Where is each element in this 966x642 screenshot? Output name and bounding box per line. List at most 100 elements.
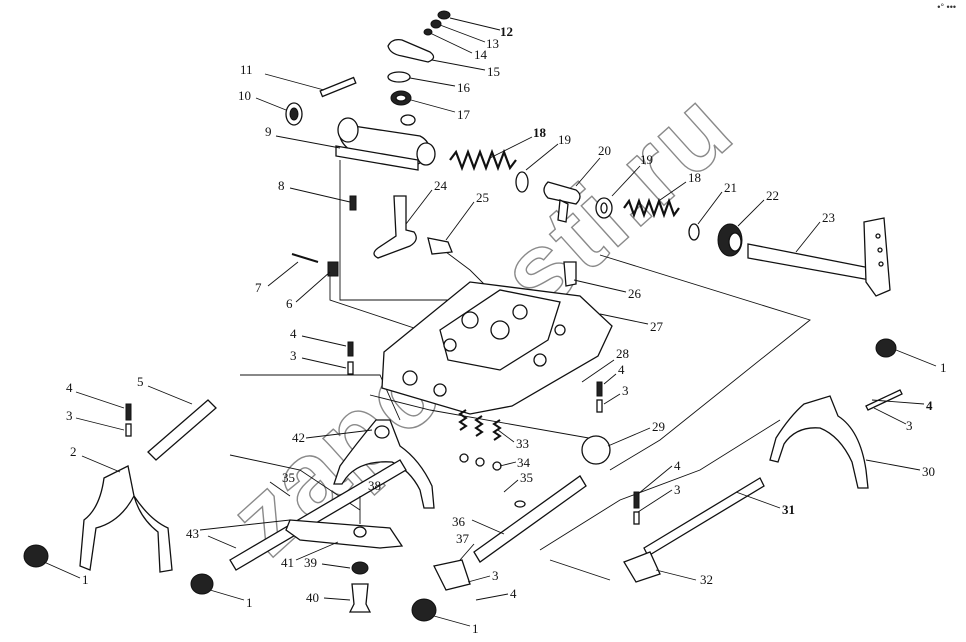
callout-number: 31 — [782, 502, 795, 517]
callout-number: 12 — [500, 24, 513, 39]
callout-number: 43 — [186, 526, 199, 541]
callout-8: 8 — [278, 178, 351, 203]
callout-25: 25 — [445, 190, 489, 241]
callout-1a: 1 — [895, 349, 947, 375]
callout-11: 11 — [240, 62, 325, 91]
callout-number: 25 — [476, 190, 489, 205]
callout-number: 21 — [724, 180, 737, 195]
callout-3e: 3 — [637, 482, 681, 513]
callout-number: 2 — [70, 444, 77, 459]
callout-15: 15 — [431, 59, 500, 79]
callout-4d: 4 — [871, 398, 933, 413]
callout-37: 37 — [456, 531, 475, 561]
switch-25-part — [427, 237, 453, 255]
callout-4b: 4 — [603, 362, 625, 385]
callout-number: 20 — [598, 143, 611, 158]
bolt-7-part — [291, 253, 319, 263]
washer-part — [430, 19, 442, 29]
nut-6-part — [327, 261, 339, 277]
block-29-part — [581, 435, 611, 465]
callout-3a: 3 — [290, 348, 347, 369]
callout-number: 41 — [281, 555, 294, 570]
valve-26-part — [563, 261, 577, 287]
callout-labels: 12 13 14 15 11 16 10 17 9 18 19 20 19 18… — [43, 17, 947, 636]
callout-27: 27 — [599, 313, 664, 334]
callout-9: 9 — [265, 124, 341, 149]
callout-41: 41 — [281, 541, 339, 570]
cap-1a-part — [23, 544, 49, 568]
callout-number: 18 — [688, 170, 701, 185]
lever-arm-part — [387, 38, 435, 63]
cap-1c-part — [411, 598, 437, 622]
rod-31-part — [643, 477, 765, 557]
callout-number: 35 — [282, 470, 295, 485]
callout-number: 4 — [618, 362, 625, 377]
callout-16: 16 — [409, 77, 471, 95]
callout-number: 10 — [238, 88, 251, 103]
callout-number: 8 — [278, 178, 285, 193]
washer-39-part — [351, 561, 369, 575]
callout-number: 16 — [457, 80, 471, 95]
callout-18b: 18 — [659, 170, 701, 201]
callout-number: 40 — [306, 590, 319, 605]
callout-number: 3 — [674, 482, 681, 497]
callout-42: 42 — [292, 429, 373, 445]
callout-26: 26 — [573, 279, 642, 301]
fork-30-part — [769, 395, 869, 489]
cap-1b-part — [190, 573, 214, 595]
shift-forks — [23, 338, 897, 622]
bushing-part — [387, 71, 411, 83]
callout-number: 4 — [66, 380, 73, 395]
callout-3b: 3 — [603, 383, 629, 405]
callout-18a: 18 — [489, 125, 547, 159]
callout-number: 15 — [487, 64, 500, 79]
callout-number: 5 — [137, 374, 144, 389]
callout-number: 6 — [286, 296, 293, 311]
callout-number: 3 — [492, 568, 499, 583]
callout-14: 14 — [429, 32, 488, 62]
callout-number: 4 — [510, 586, 517, 601]
callout-10: 10 — [238, 88, 287, 111]
callout-24: 24 — [405, 178, 448, 225]
callout-22: 22 — [737, 188, 779, 227]
cap-1d-part — [875, 338, 897, 358]
callout-4c: 4 — [66, 380, 125, 409]
callout-32: 32 — [655, 569, 713, 587]
pin-40-part — [348, 583, 372, 613]
callout-40: 40 — [306, 590, 351, 605]
callout-3f: 3 — [467, 568, 499, 583]
callout-number: 18 — [533, 125, 547, 140]
callout-number: 29 — [652, 419, 665, 434]
callout-1d: 1 — [433, 615, 479, 636]
callout-number: 39 — [304, 555, 317, 570]
block-37-part — [433, 559, 471, 591]
callout-19a: 19 — [525, 132, 571, 171]
callout-number: 27 — [650, 319, 664, 334]
callout-39: 39 — [304, 555, 351, 570]
callout-34: 34 — [499, 455, 531, 470]
callout-number: 3 — [622, 383, 629, 398]
pin-part — [319, 76, 357, 98]
callout-number: 1 — [246, 595, 253, 610]
callout-35a: 35 — [269, 470, 295, 497]
callout-2: 2 — [70, 444, 121, 473]
callout-number: 4 — [674, 458, 681, 473]
callout-38: 38 — [359, 478, 381, 524]
pins-and-detents — [125, 341, 903, 525]
callout-7: 7 — [255, 261, 299, 295]
callout-number: 13 — [486, 36, 499, 51]
callout-number: 1 — [82, 572, 89, 587]
callout-number: 4 — [926, 398, 933, 413]
spring-18b-part — [623, 197, 680, 219]
callout-number: 23 — [822, 210, 835, 225]
callout-4e: 4 — [637, 458, 681, 495]
callout-number: 22 — [766, 188, 779, 203]
callout-number: 1 — [472, 621, 479, 636]
callout-3c: 3 — [66, 408, 125, 431]
callout-number: 34 — [517, 455, 531, 470]
callout-23: 23 — [795, 210, 835, 253]
callout-number: 42 — [292, 430, 305, 445]
callout-number: 17 — [457, 107, 471, 122]
callout-number: 11 — [240, 62, 253, 77]
